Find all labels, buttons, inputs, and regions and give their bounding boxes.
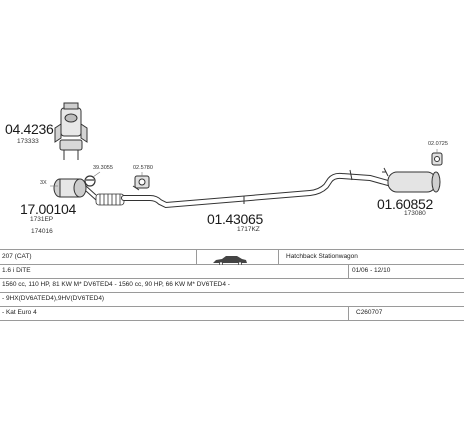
engine-cell: 1.6 i DiTE — [2, 267, 31, 274]
hanger-02-5780-illustration — [132, 175, 150, 191]
exhaust-diagram — [50, 102, 443, 209]
part-04-4236-illustration — [54, 102, 88, 160]
part-code-39-3055: 39.3055 — [93, 165, 113, 171]
table-row: 207 (CAT) Hatchback Stationwagon — [0, 250, 464, 266]
part-ref-174016: 174016 — [31, 228, 53, 235]
qty-label: 3X — [40, 180, 47, 186]
spec-cell: 1560 cc, 110 HP, 81 KW M* DV6TED4 - 1560… — [2, 281, 230, 288]
part-01-60852-illustration — [382, 167, 441, 193]
part-17-00104-illustration — [53, 178, 97, 201]
part-ref-1717kz: 1717KZ — [237, 226, 260, 233]
part-ref-173080: 173080 — [404, 210, 426, 217]
part-code-01-60852: 01.60852 — [377, 196, 433, 212]
part-code-01-43065: 01.43065 — [207, 211, 263, 227]
car-silhouette-icon — [212, 252, 248, 270]
model-cell: 207 (CAT) — [2, 253, 32, 260]
part-ref-1731ep: 1731EP — [30, 216, 54, 223]
table-row: 1560 cc, 110 HP, 81 KW M* DV6TED4 - 1560… — [0, 278, 464, 293]
catalyst-cell: - Kat Euro 4 — [2, 309, 37, 316]
clamp-39-3055-illustration — [84, 175, 96, 187]
part-01-43065-illustration — [95, 169, 391, 209]
table-row: - Kat Euro 4 C260707 — [0, 306, 464, 321]
leader-lines — [50, 149, 438, 187]
engine-codes-cell: - 9HX(DV6ATED4),9HV(DV6TED4) — [2, 295, 105, 302]
part-code-17-00104: 17.00104 — [20, 201, 76, 217]
table-row: 1.6 i DiTE 01/06 - 12/10 — [0, 264, 464, 279]
years-cell: 01/06 - 12/10 — [352, 267, 391, 274]
body-type-cell: Hatchback Stationwagon — [286, 253, 358, 260]
flex-pipe — [95, 193, 125, 206]
vehicle-table: 207 (CAT) Hatchback Stationwagon 1.6 i D… — [0, 249, 464, 330]
part-ref-173333: 173333 — [17, 138, 39, 145]
part-code-02-0725: 02.0725 — [428, 141, 448, 147]
part-code-04-4236: 04.4236 — [5, 121, 54, 137]
table-row: - 9HX(DV6ATED4),9HV(DV6TED4) — [0, 292, 464, 307]
catalog-code-cell: C260707 — [356, 309, 383, 316]
hanger-02-0725-illustration — [431, 152, 443, 166]
part-code-02-5780: 02.5780 — [133, 165, 153, 171]
